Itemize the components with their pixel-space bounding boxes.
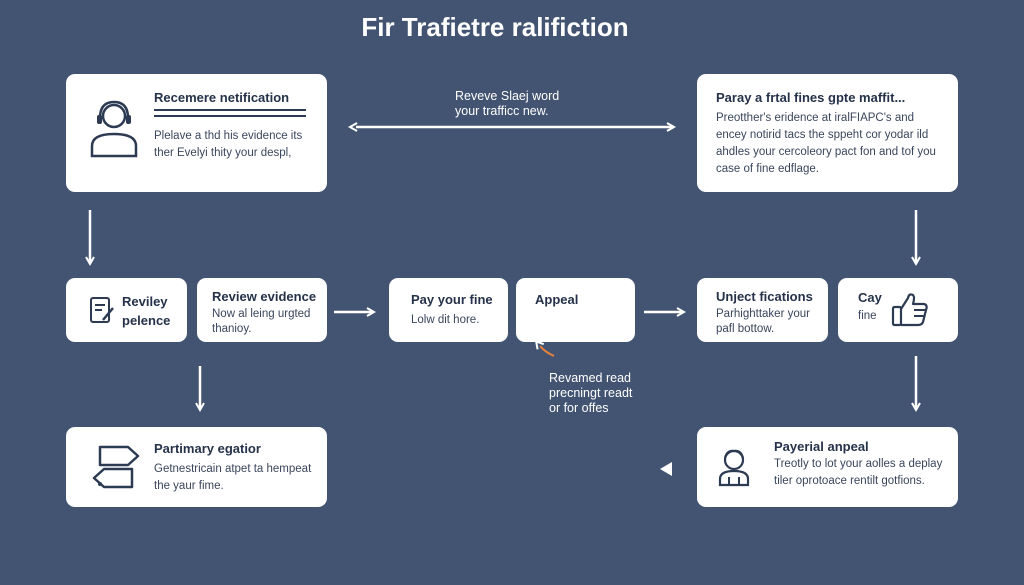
card-line: fine xyxy=(858,310,877,322)
evidence-document-icon xyxy=(90,297,114,323)
card-line: Plelave a thd his evidence its xyxy=(154,130,303,142)
card-heading: Cay xyxy=(858,290,882,305)
note-line: Reveve Slaej word xyxy=(455,89,560,103)
card-line: Now al leing urgted xyxy=(212,308,311,320)
card-line: Getnestricain atpet ta hempeat xyxy=(154,463,312,475)
card-line: Parhighttaker your xyxy=(716,308,810,320)
card-receive-notification: Recemere netification Plelave a thd his … xyxy=(66,74,327,192)
card-line: ther Evelyi thity your despl, xyxy=(154,147,292,159)
card-line: Treotly to lot your aolles a deplay xyxy=(774,458,943,470)
card-line: Reviley xyxy=(122,294,168,309)
person-icon xyxy=(718,449,750,487)
diagram-title: Fir Trafietre ralifiction xyxy=(361,12,629,42)
arrow-left-small xyxy=(660,462,672,476)
card-heading: Unject fications xyxy=(716,289,813,304)
card-line: tiler oprotoace rentilt gotfions. xyxy=(774,475,925,487)
card-pay-your-fine: Pay your fine Lolw dit hore. xyxy=(389,278,508,342)
card-heading: Pay your fine xyxy=(411,292,493,307)
card-heading: Partimary egatior xyxy=(154,441,261,456)
arrow-orange-curve xyxy=(540,346,555,357)
card-line: ahdles your cercoleory pact fon and tof … xyxy=(716,146,936,158)
card-heading: Review evidence xyxy=(212,289,317,304)
card-reviley-pelence: Reviley pelence xyxy=(66,278,187,342)
appeal-note: Revamed read precningt readt or for offe… xyxy=(549,371,632,416)
card-line: the yaur fime. xyxy=(154,480,224,492)
card-heading: Payerial anpeal xyxy=(774,439,869,454)
direction-sign-icon xyxy=(92,445,140,489)
top-note: Reveve Slaej word your trafficc new. xyxy=(455,89,559,119)
card-pay-fines: Paray a frtal fines gpte maffit... Preot… xyxy=(697,74,958,192)
heading-underline-2 xyxy=(154,115,306,117)
card-line: thanioy. xyxy=(212,323,252,335)
card-line: pafl bottow. xyxy=(716,323,775,335)
card-payerial-anpeal: Payerial anpeal Treotly to lot your aoll… xyxy=(697,427,958,507)
card-heading: Appeal xyxy=(535,292,579,307)
card-line: pelence xyxy=(122,313,171,328)
card-review-evidence: Review evidence Now al leing urgted than… xyxy=(197,278,327,342)
card-unject-fications: Unject fications Parhighttaker your pafl… xyxy=(697,278,828,342)
support-agent-icon xyxy=(90,100,138,158)
card-line: Lolw dit hore. xyxy=(411,314,480,326)
note-line: or for offes xyxy=(549,401,609,415)
card-heading: Recemere netification xyxy=(154,90,290,105)
card-line: Preotther's eridence at iralFIAPC's and xyxy=(716,112,915,124)
card-appeal: Appeal xyxy=(516,278,635,342)
card-line: encey notirid tacs the sppeht cor yodar … xyxy=(716,129,929,141)
card-line: case of fine edflage. xyxy=(716,163,819,175)
note-line: your trafficc new. xyxy=(455,104,549,118)
heading-underline xyxy=(154,109,306,111)
note-line: precningt readt xyxy=(549,386,633,400)
thumbs-up-icon xyxy=(891,293,928,327)
card-partimary-egatior: Partimary egatior Getnestricain atpet ta… xyxy=(66,427,327,507)
card-heading: Paray a frtal fines gpte maffit... xyxy=(716,90,906,105)
card-cay-fine: Cay fine xyxy=(838,278,958,342)
note-line: Revamed read xyxy=(549,371,631,385)
